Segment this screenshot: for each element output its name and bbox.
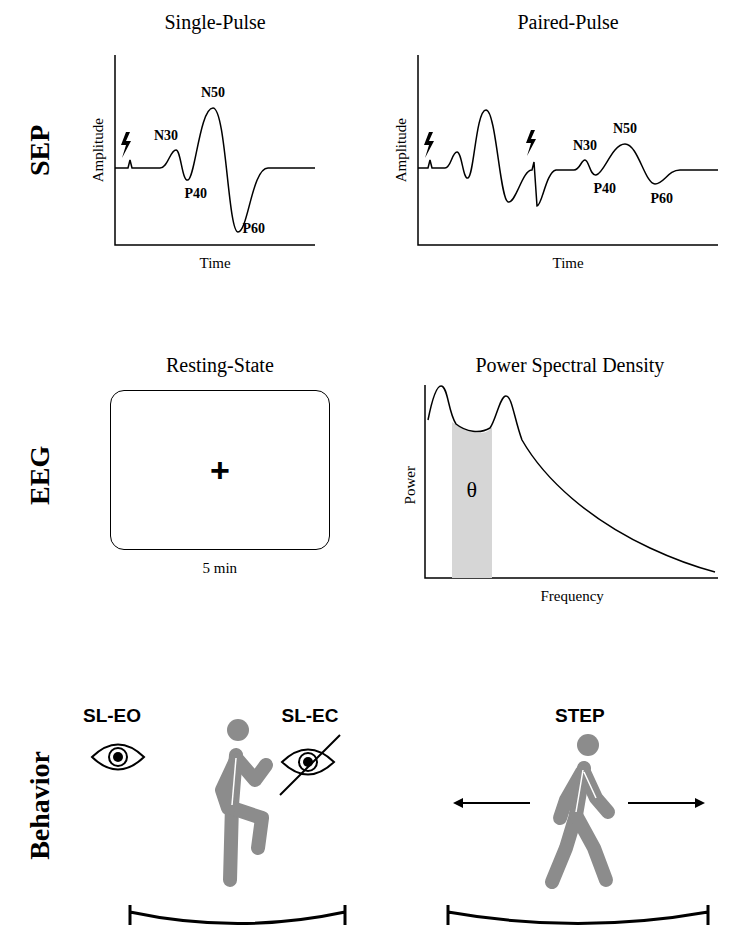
peak-label: P60	[651, 191, 674, 206]
panel-title: Resting-State	[166, 354, 274, 376]
fixation-cross: +	[210, 453, 230, 487]
row-label: SEP	[25, 124, 56, 175]
panel-title: Single-Pulse	[165, 11, 266, 33]
text-label: Time	[200, 255, 231, 272]
eye-icon	[92, 735, 340, 795]
text-label: Time	[553, 255, 584, 272]
text-label: Frequency	[541, 588, 604, 605]
peak-label: N30	[573, 138, 597, 153]
row-label: Behavior	[25, 750, 56, 859]
peak-label: P60	[243, 221, 266, 236]
text-label: Power	[402, 466, 419, 504]
text-label: SL-EC	[282, 706, 339, 727]
peak-label: P40	[594, 181, 617, 196]
peak-label: N50	[613, 121, 637, 136]
peak-label: N50	[201, 85, 225, 100]
text-label: 5 min	[203, 560, 238, 577]
peak-label: N30	[154, 128, 178, 143]
direction-arrow	[455, 802, 703, 804]
sep-waveform	[115, 108, 315, 232]
text-label: θ	[467, 478, 478, 502]
peak-label: P40	[185, 186, 208, 201]
psd-curve	[428, 386, 715, 572]
stimulus-bolt	[121, 130, 536, 158]
text-label: STEP	[555, 706, 605, 727]
row-label: EEG	[25, 445, 56, 504]
text-label: SL-EO	[83, 706, 141, 727]
panel-title: Paired-Pulse	[518, 11, 619, 33]
text-label: Amplitude	[393, 118, 410, 182]
balance-platform	[130, 905, 708, 925]
screen-box: +	[110, 390, 330, 550]
text-label: Amplitude	[90, 118, 107, 182]
person-figure	[222, 719, 266, 880]
person-figure	[552, 734, 608, 882]
sep-waveform	[418, 110, 718, 206]
panel-title: Power Spectral Density	[476, 354, 665, 376]
theta-band	[452, 422, 492, 578]
